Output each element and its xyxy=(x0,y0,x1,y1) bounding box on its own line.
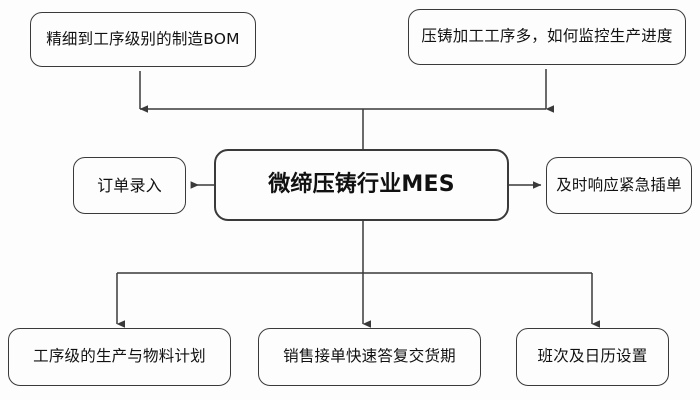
node-bottom-right[interactable]: 班次及日历设置 xyxy=(516,328,669,386)
node-top-right-label: 压铸加工工序多，如何监控生产进度 xyxy=(421,27,673,46)
node-bottom-left-label: 工序级的生产与物料计划 xyxy=(33,347,206,366)
node-urgent-order-label: 及时响应紧急插单 xyxy=(556,175,682,194)
node-center-hub[interactable]: 微缔压铸行业MES xyxy=(214,149,509,221)
node-order-entry[interactable]: 订单录入 xyxy=(73,157,186,214)
node-bottom-left[interactable]: 工序级的生产与物料计划 xyxy=(8,328,231,386)
node-order-entry-label: 订单录入 xyxy=(97,175,162,195)
node-top-left-label: 精细到工序级别的制造BOM xyxy=(46,29,240,48)
node-top-right[interactable]: 压铸加工工序多，如何监控生产进度 xyxy=(408,9,686,65)
node-center-hub-label: 微缔压铸行业MES xyxy=(268,171,455,197)
node-top-left[interactable]: 精细到工序级别的制造BOM xyxy=(30,12,256,67)
node-bottom-center[interactable]: 销售接单快速答复交货期 xyxy=(258,328,481,386)
node-bottom-right-label: 班次及日历设置 xyxy=(537,347,648,366)
node-bottom-center-label: 销售接单快速答复交货期 xyxy=(283,347,456,366)
node-urgent-order[interactable]: 及时响应紧急插单 xyxy=(546,157,692,214)
